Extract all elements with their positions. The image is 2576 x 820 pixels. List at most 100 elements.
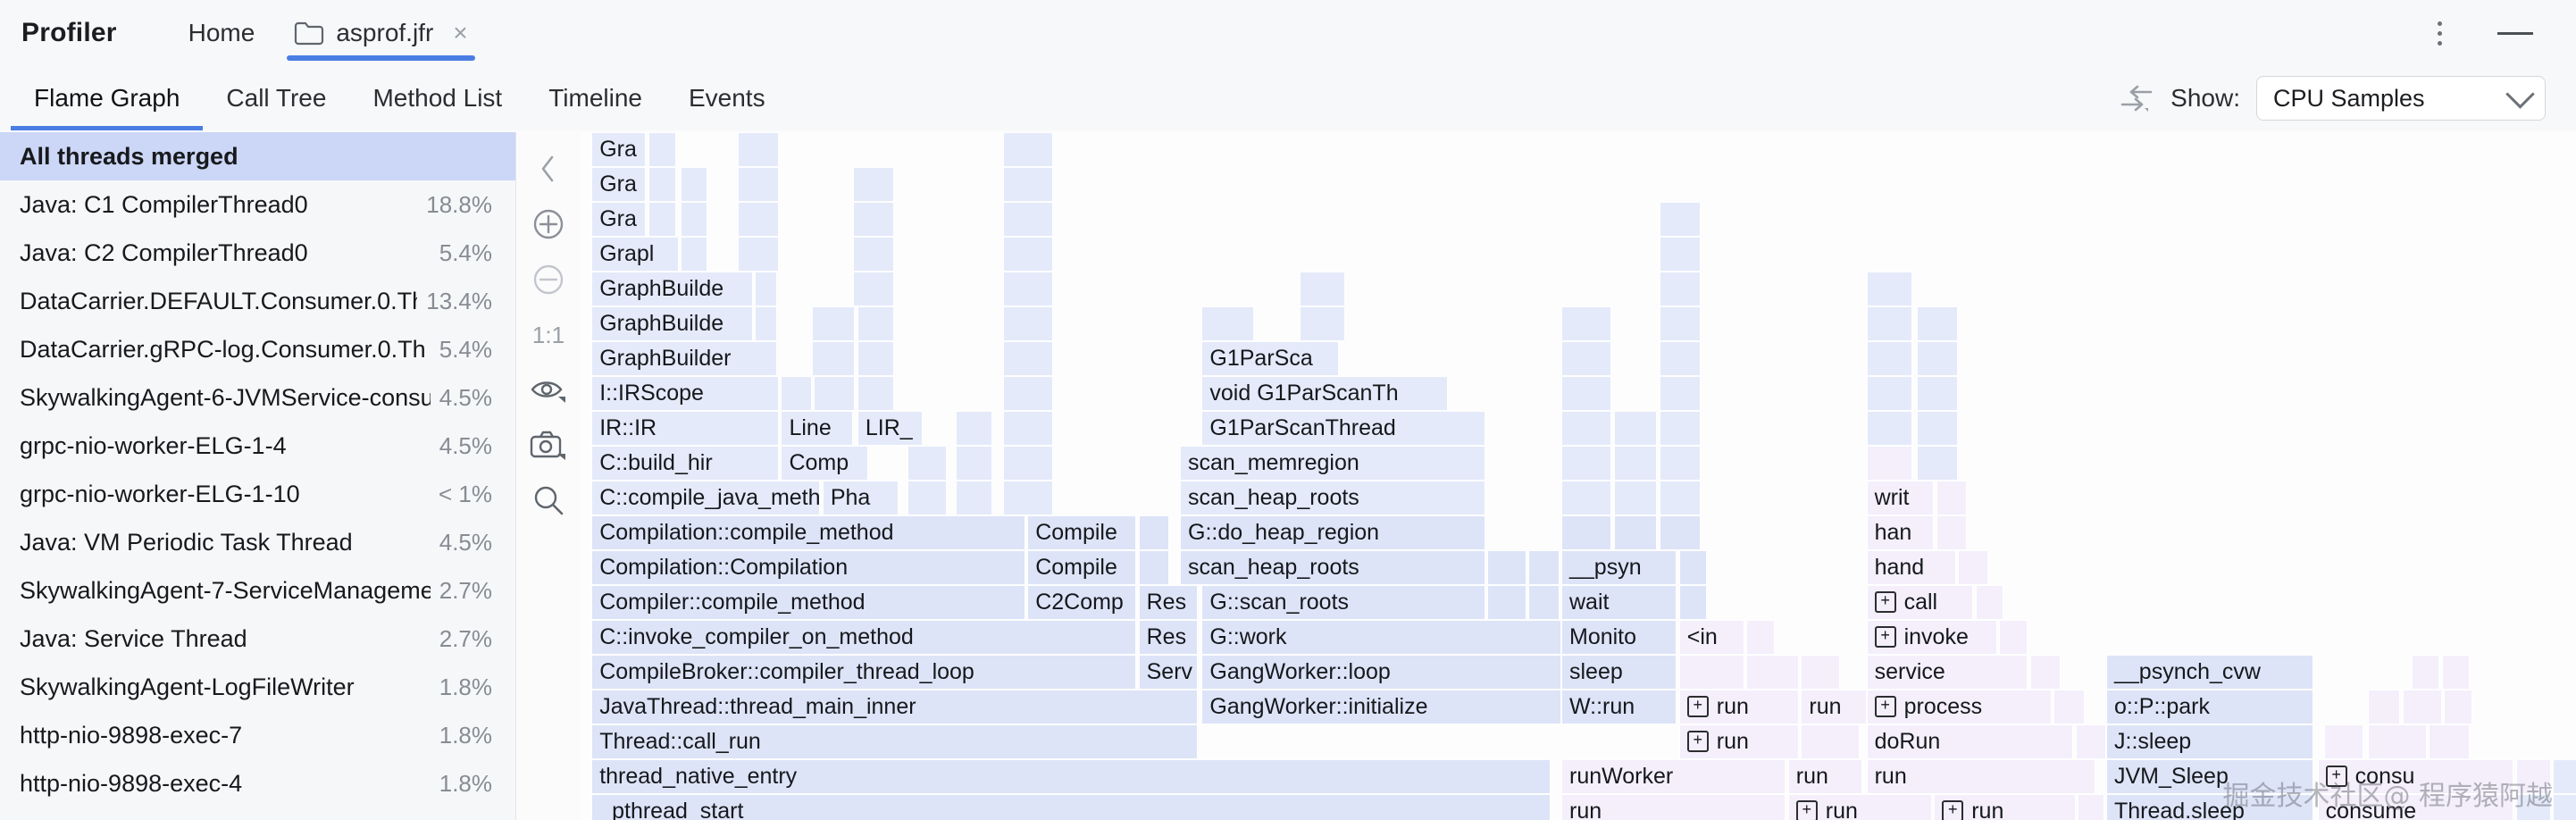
flame-frame[interactable]: run (1678, 690, 1799, 724)
flame-frame[interactable] (1561, 341, 1612, 376)
flame-frame[interactable] (2515, 794, 2551, 820)
flame-frame[interactable] (1138, 550, 1169, 585)
flame-frame[interactable] (1916, 306, 1959, 341)
flame-frame[interactable] (1003, 202, 1054, 237)
flame-frame[interactable] (857, 376, 895, 411)
flame-frame[interactable]: C::invoke_compiler_on_method (591, 620, 1137, 655)
flame-frame[interactable]: run (1561, 794, 1786, 820)
flame-frame[interactable] (1958, 550, 1989, 585)
flame-frame[interactable]: consume (2317, 794, 2514, 820)
flame-frame[interactable]: run (1866, 759, 2095, 794)
flame-frame[interactable] (853, 272, 895, 306)
expand-icon[interactable] (1874, 625, 1896, 648)
flame-frame[interactable] (1613, 515, 1658, 550)
flame-frame[interactable] (1999, 620, 2028, 655)
expand-icon[interactable] (1686, 695, 1709, 717)
flame-frame[interactable]: void G1ParScanTh (1201, 376, 1449, 411)
flame-frame[interactable]: __psynch_cvw (2106, 655, 2313, 690)
flame-frame[interactable] (1866, 446, 1912, 481)
flame-frame[interactable]: GangWorker::initialize (1201, 690, 1561, 724)
flame-frame[interactable]: service (1866, 655, 2028, 690)
search-button[interactable] (523, 481, 573, 522)
flame-frame[interactable] (2402, 690, 2442, 724)
flame-frame[interactable]: Compilation::compile_method (591, 515, 1025, 550)
flame-frame[interactable] (1659, 376, 1702, 411)
tab-timeline[interactable]: Timeline (525, 66, 665, 130)
flame-frame[interactable] (2429, 724, 2471, 759)
flame-frame[interactable] (1003, 341, 1054, 376)
flame-frame[interactable]: G::work (1201, 620, 1561, 655)
flame-frame[interactable] (1003, 481, 1054, 515)
tab-flame-graph[interactable]: Flame Graph (11, 66, 204, 130)
flame-frame[interactable]: runWorker (1561, 759, 1786, 794)
flame-frame[interactable] (681, 237, 707, 272)
flame-frame[interactable] (1801, 724, 1861, 759)
screenshot-button[interactable] (523, 425, 573, 466)
flame-frame[interactable]: Gra (591, 202, 647, 237)
flame-frame[interactable] (1003, 376, 1054, 411)
flame-frame[interactable] (1003, 411, 1054, 446)
flame-frame[interactable] (2324, 724, 2363, 759)
flame-frame[interactable] (1561, 515, 1612, 550)
flame-frame[interactable]: Grapl (591, 237, 679, 272)
minimize-button[interactable] (2490, 0, 2540, 66)
flame-frame[interactable] (1003, 446, 1054, 481)
flame-frame[interactable] (1300, 306, 1346, 341)
flame-frame[interactable]: Compilation::Compilation (591, 550, 1025, 585)
flame-frame[interactable]: Thread.sleep (2106, 794, 2313, 820)
flame-frame[interactable] (2367, 690, 2401, 724)
flame-frame[interactable]: call (1866, 585, 1974, 620)
flame-frame[interactable] (2075, 724, 2106, 759)
flame-frame[interactable]: Serv (1138, 655, 1198, 690)
flame-frame[interactable] (1678, 655, 1744, 690)
reset-zoom-button[interactable]: 1:1 (523, 314, 573, 356)
flame-frame[interactable]: Res (1138, 585, 1198, 620)
zoom-out-button[interactable] (523, 259, 573, 300)
thread-list-item[interactable]: All threads merged (0, 132, 515, 180)
flame-frame[interactable]: Monito (1561, 620, 1677, 655)
flame-frame[interactable] (681, 167, 707, 202)
flame-frame[interactable]: thread_native_entry (591, 759, 1551, 794)
flame-frame[interactable] (1003, 306, 1054, 341)
flame-frame[interactable] (1659, 272, 1702, 306)
flame-frame[interactable] (907, 446, 947, 481)
flame-frame[interactable]: scan_memregion (1180, 446, 1485, 481)
flame-frame[interactable]: Res (1138, 620, 1198, 655)
flame-frame[interactable] (1936, 515, 1967, 550)
flame-frame[interactable] (737, 167, 780, 202)
flame-frame[interactable] (648, 202, 677, 237)
flame-frame[interactable]: W::run (1561, 690, 1677, 724)
flame-frame[interactable]: run (1787, 759, 1862, 794)
flame-frame[interactable]: LIR_ (857, 411, 924, 446)
flame-frame[interactable] (1678, 550, 1708, 585)
flame-frame[interactable] (1659, 411, 1702, 446)
flame-frame[interactable] (1916, 446, 1959, 481)
expand-icon[interactable] (1942, 799, 1964, 820)
flame-frame[interactable]: G::scan_roots (1201, 585, 1485, 620)
flame-frame[interactable]: run (1787, 794, 1932, 820)
flame-frame[interactable] (1528, 550, 1560, 585)
flame-frame[interactable]: C::compile_java_method (591, 481, 821, 515)
flame-frame[interactable] (1487, 585, 1526, 620)
flame-frame[interactable]: run (1801, 690, 1867, 724)
flame-frame[interactable] (648, 132, 677, 167)
flame-frame[interactable] (1916, 376, 1959, 411)
more-options-button[interactable] (2419, 0, 2460, 66)
flame-frame[interactable] (955, 481, 993, 515)
flame-frame[interactable]: run (1678, 724, 1799, 759)
thread-list-item[interactable]: http-nio-9898-exec-61.8% (0, 807, 515, 820)
flame-frame[interactable]: process (1866, 690, 2052, 724)
flame-frame[interactable]: GangWorker::loop (1201, 655, 1561, 690)
flame-frame[interactable]: han (1866, 515, 1935, 550)
flame-frame[interactable]: scan_heap_roots (1180, 481, 1485, 515)
flame-frame[interactable] (1659, 481, 1702, 515)
flame-frame[interactable] (1866, 411, 1912, 446)
flame-frame[interactable]: GraphBuilde (591, 306, 753, 341)
flame-frame[interactable] (1801, 655, 1841, 690)
